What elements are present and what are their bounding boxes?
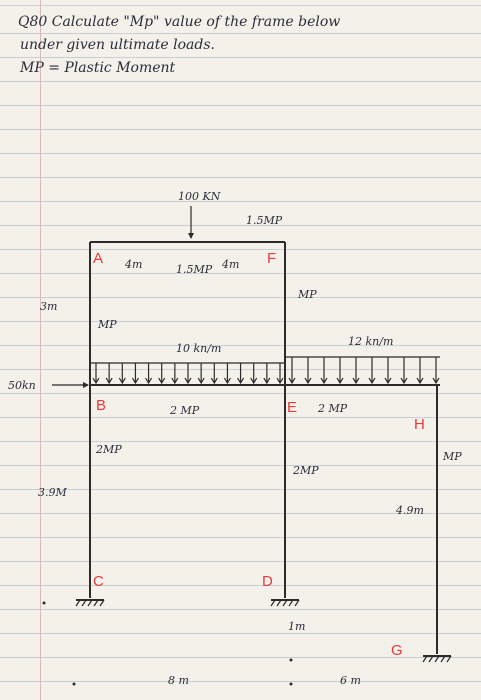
udl-arrow-head [184,377,192,385]
udl-arrow-head [210,377,218,385]
node-label-g: G [391,642,403,659]
udl-arrow-head [320,377,328,385]
node-label-f: F [267,250,276,267]
question-line-1: Q80 Calculate "Mp" value of the frame be… [18,14,341,30]
udl-left-arrows [92,363,284,385]
dim-tick-dot [289,682,293,686]
dim-hg-height: 4.9m [395,504,424,517]
udl-arrow-head [384,377,392,385]
dim-tick-dot [289,658,293,662]
udl-arrow-head [158,377,166,385]
udl-arrow-head [400,377,408,385]
lateral-load-label: 50kn [8,379,36,392]
dim-af-left: 4m [124,258,142,271]
dim-tick-dot [42,601,46,605]
udl-arrow-head [250,377,258,385]
mp-eh: 2 MP [317,402,348,415]
udl-arrow-head [131,377,139,385]
udl-arrow-head [416,377,424,385]
udl-arrow-head [276,377,284,385]
udl-arrow-head [92,377,100,385]
node-label-e: E [287,399,297,416]
support-c [75,599,105,607]
udl-arrow-head [223,377,231,385]
dim-d-offset: 1m [288,620,305,633]
question-line-2: under given ultimate loads. [20,37,215,53]
udl-arrow-head [263,377,271,385]
node-label-h: H [414,416,425,433]
udl-left-label: 10 kn/m [176,342,221,355]
dim-dg-span: 6 m [340,674,361,687]
node-label-d: D [262,573,273,590]
udl-arrow-head [118,377,126,385]
mp-be: 2 MP [169,404,200,417]
question-line-3: MP = Plastic Moment [20,60,176,76]
udl-arrow-head [304,377,312,385]
mp-af-mid: 1.5MP [176,263,213,276]
dim-bc-height: 3.9M [38,486,67,499]
point-load-label: 100 KN [178,190,221,203]
margin-line [40,0,41,700]
udl-right-arrows [288,357,440,385]
udl-arrow-head [368,377,376,385]
support-g [422,655,452,663]
udl-right-label: 12 kn/m [348,335,393,348]
udl-arrow-head [336,377,344,385]
udl-arrow-head [171,377,179,385]
dim-cd-span: 8 m [168,674,189,687]
support-d [270,599,300,607]
dim-ab-height: 3m [40,300,57,313]
udl-arrow-head [288,377,296,385]
udl-arrow-head [432,377,440,385]
mp-af-right: 1.5MP [246,214,283,227]
dim-tick-dot [72,682,76,686]
dim-af-right: 4m [221,258,239,271]
udl-arrow-head [145,377,153,385]
mp-fe: MP [297,288,317,301]
mp-bc: 2MP [95,443,122,456]
mp-hg: MP [442,450,462,463]
mp-ed: 2MP [292,464,319,477]
udl-arrow-head [105,377,113,385]
node-label-c: C [93,573,104,590]
mp-ab: MP [97,318,117,331]
udl-arrow-head [237,377,245,385]
udl-arrow-head [197,377,205,385]
node-label-a: A [93,250,103,267]
udl-arrow-head [352,377,360,385]
node-label-b: B [96,397,106,414]
